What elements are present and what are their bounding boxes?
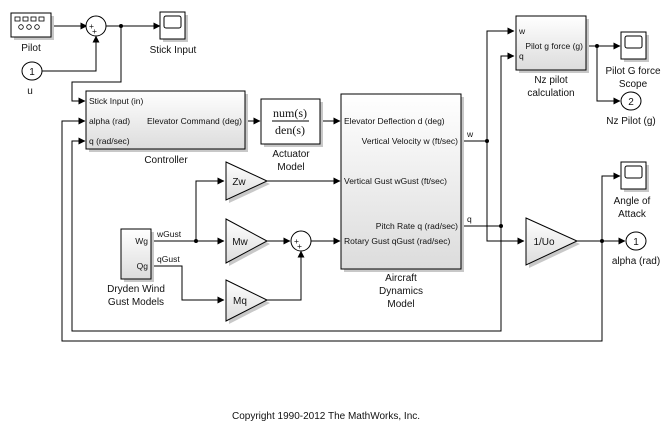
copyright-footer: Copyright 1990-2012 The MathWorks, Inc. xyxy=(232,411,420,422)
sum-plus-sign: + xyxy=(297,241,302,251)
wire-alpha-feedback xyxy=(61,117,603,342)
wire-w-to-nz xyxy=(462,27,515,142)
nz-calc-label-line1: Nz pilot xyxy=(534,75,568,86)
dryden-output-wg: Wg xyxy=(135,236,148,246)
nz-out-port-label: Nz Pilot (g) xyxy=(606,116,655,127)
dryden-wind-gust-block[interactable]: Wg Qg xyxy=(120,228,154,282)
signal-wgust-label: wGust xyxy=(156,229,182,239)
actuator-numerator: num(s) xyxy=(273,106,307,120)
controller-block[interactable]: Stick Input (in) alpha (rad) q (rad/sec)… xyxy=(85,90,248,152)
stick-input-scope[interactable] xyxy=(159,11,188,42)
junction-dot xyxy=(600,239,604,243)
signal-w-label: w xyxy=(466,129,474,139)
controller-input-q: q (rad/sec) xyxy=(89,136,130,146)
gain-mq-label: Mq xyxy=(233,296,247,307)
alpha-out-port-number: 1 xyxy=(633,237,639,248)
alpha-out-port-label: alpha (rad) xyxy=(612,256,660,267)
gain-zw-label: Zw xyxy=(232,177,246,188)
gain-1-over-uo[interactable]: 1/Uo xyxy=(525,217,580,268)
nz-out-port-number: 2 xyxy=(628,97,634,108)
nz-input-w: w xyxy=(518,26,526,36)
aircraft-input-elevator: Elevator Deflection d (deg) xyxy=(344,116,445,126)
nz-pilot-calc-block[interactable]: w q Pilot g force (g) xyxy=(515,15,589,73)
actuator-block[interactable]: num(s) den(s) xyxy=(260,98,323,147)
sum-plus-sign: + xyxy=(89,21,94,31)
pilot-block[interactable] xyxy=(10,12,54,40)
aircraft-output-q: Pitch Rate q (rad/sec) xyxy=(376,221,458,231)
controller-output-elevator: Elevator Command (deg) xyxy=(147,116,242,126)
pilot-label: Pilot xyxy=(21,43,41,54)
nz-calc-label-line2: calculation xyxy=(527,88,574,99)
wire-q-to-nz xyxy=(462,52,515,227)
wire-q-feedback xyxy=(71,137,502,332)
controller-label: Controller xyxy=(144,155,188,166)
aircraft-output-w: Vertical Velocity w (ft/sec) xyxy=(362,136,459,146)
aircraft-label-line2: Dynamics xyxy=(379,286,423,297)
aircraft-input-rotary-gust: Rotary Gust qGust (rad/sec) xyxy=(344,236,450,246)
wire-nz-to-out2 xyxy=(596,46,621,105)
dryden-output-qg: Qg xyxy=(137,261,149,271)
sum-block-gust[interactable]: + + xyxy=(290,230,312,252)
gain-zw[interactable]: Zw xyxy=(225,161,270,203)
aoa-scope-label-line1: Angle of xyxy=(614,196,651,207)
gain-mw[interactable]: Mw xyxy=(225,218,270,266)
aircraft-input-vertical-gust: Vertical Gust wGust (ft/sec) xyxy=(344,176,447,186)
wire-mq-to-sum2 xyxy=(267,250,305,301)
actuator-label-line1: Actuator xyxy=(272,149,310,160)
signal-q-label: q xyxy=(467,214,472,224)
nz-pilot-outport[interactable]: 2 xyxy=(620,91,642,111)
wire-uo-to-scope xyxy=(601,172,621,241)
alpha-outport[interactable]: 1 xyxy=(625,231,647,251)
u-port-label: u xyxy=(27,86,33,97)
junction-dot xyxy=(485,139,489,143)
nz-input-q: q xyxy=(519,51,524,61)
gain-uo-label: 1/Uo xyxy=(533,237,555,248)
dryden-label-line1: Dryden Wind xyxy=(107,284,165,295)
wire-wg-to-zw xyxy=(195,177,225,241)
u-port-number: 1 xyxy=(29,67,35,78)
controller-input-stick: Stick Input (in) xyxy=(89,96,143,106)
controller-input-alpha: alpha (rad) xyxy=(89,116,130,126)
junction-dot xyxy=(595,44,599,48)
angle-of-attack-scope[interactable] xyxy=(620,161,649,192)
pilot-scope-label-line2: Scope xyxy=(619,79,648,90)
gain-mq[interactable]: Mq xyxy=(225,279,270,324)
junction-dot xyxy=(194,239,198,243)
aoa-scope-label-line2: Attack xyxy=(618,209,647,220)
aircraft-label-line1: Aircraft xyxy=(385,273,417,284)
wire-qg-to-mq xyxy=(152,265,225,304)
wire-w-to-uo xyxy=(486,141,525,245)
pilot-g-force-scope[interactable] xyxy=(620,31,649,62)
gain-mw-label: Mw xyxy=(232,237,248,248)
sum-plus-sign: + xyxy=(294,236,299,246)
junction-dot xyxy=(499,224,503,228)
sum-plus-sign: + xyxy=(92,26,97,36)
aircraft-dynamics-block[interactable]: Elevator Deflection d (deg) Vertical Gus… xyxy=(340,93,464,272)
aircraft-label-line3: Model xyxy=(387,299,414,310)
wires xyxy=(42,22,626,342)
stick-input-label: Stick Input xyxy=(150,45,197,56)
u-inport[interactable]: 1 xyxy=(21,61,43,81)
sum-block-pilot[interactable]: + + xyxy=(85,15,107,37)
actuator-label-line2: Model xyxy=(277,162,304,173)
actuator-denominator: den(s) xyxy=(275,123,305,137)
wire-u-to-sum xyxy=(42,35,100,72)
pilot-scope-label-line1: Pilot G force xyxy=(605,66,660,77)
junction-dot xyxy=(119,24,123,28)
dryden-label-line2: Gust Models xyxy=(108,297,164,308)
nz-output-g: Pilot g force (g) xyxy=(525,41,583,51)
signal-qgust-label: qGust xyxy=(157,254,180,264)
wire-sum-to-controller xyxy=(71,26,122,105)
